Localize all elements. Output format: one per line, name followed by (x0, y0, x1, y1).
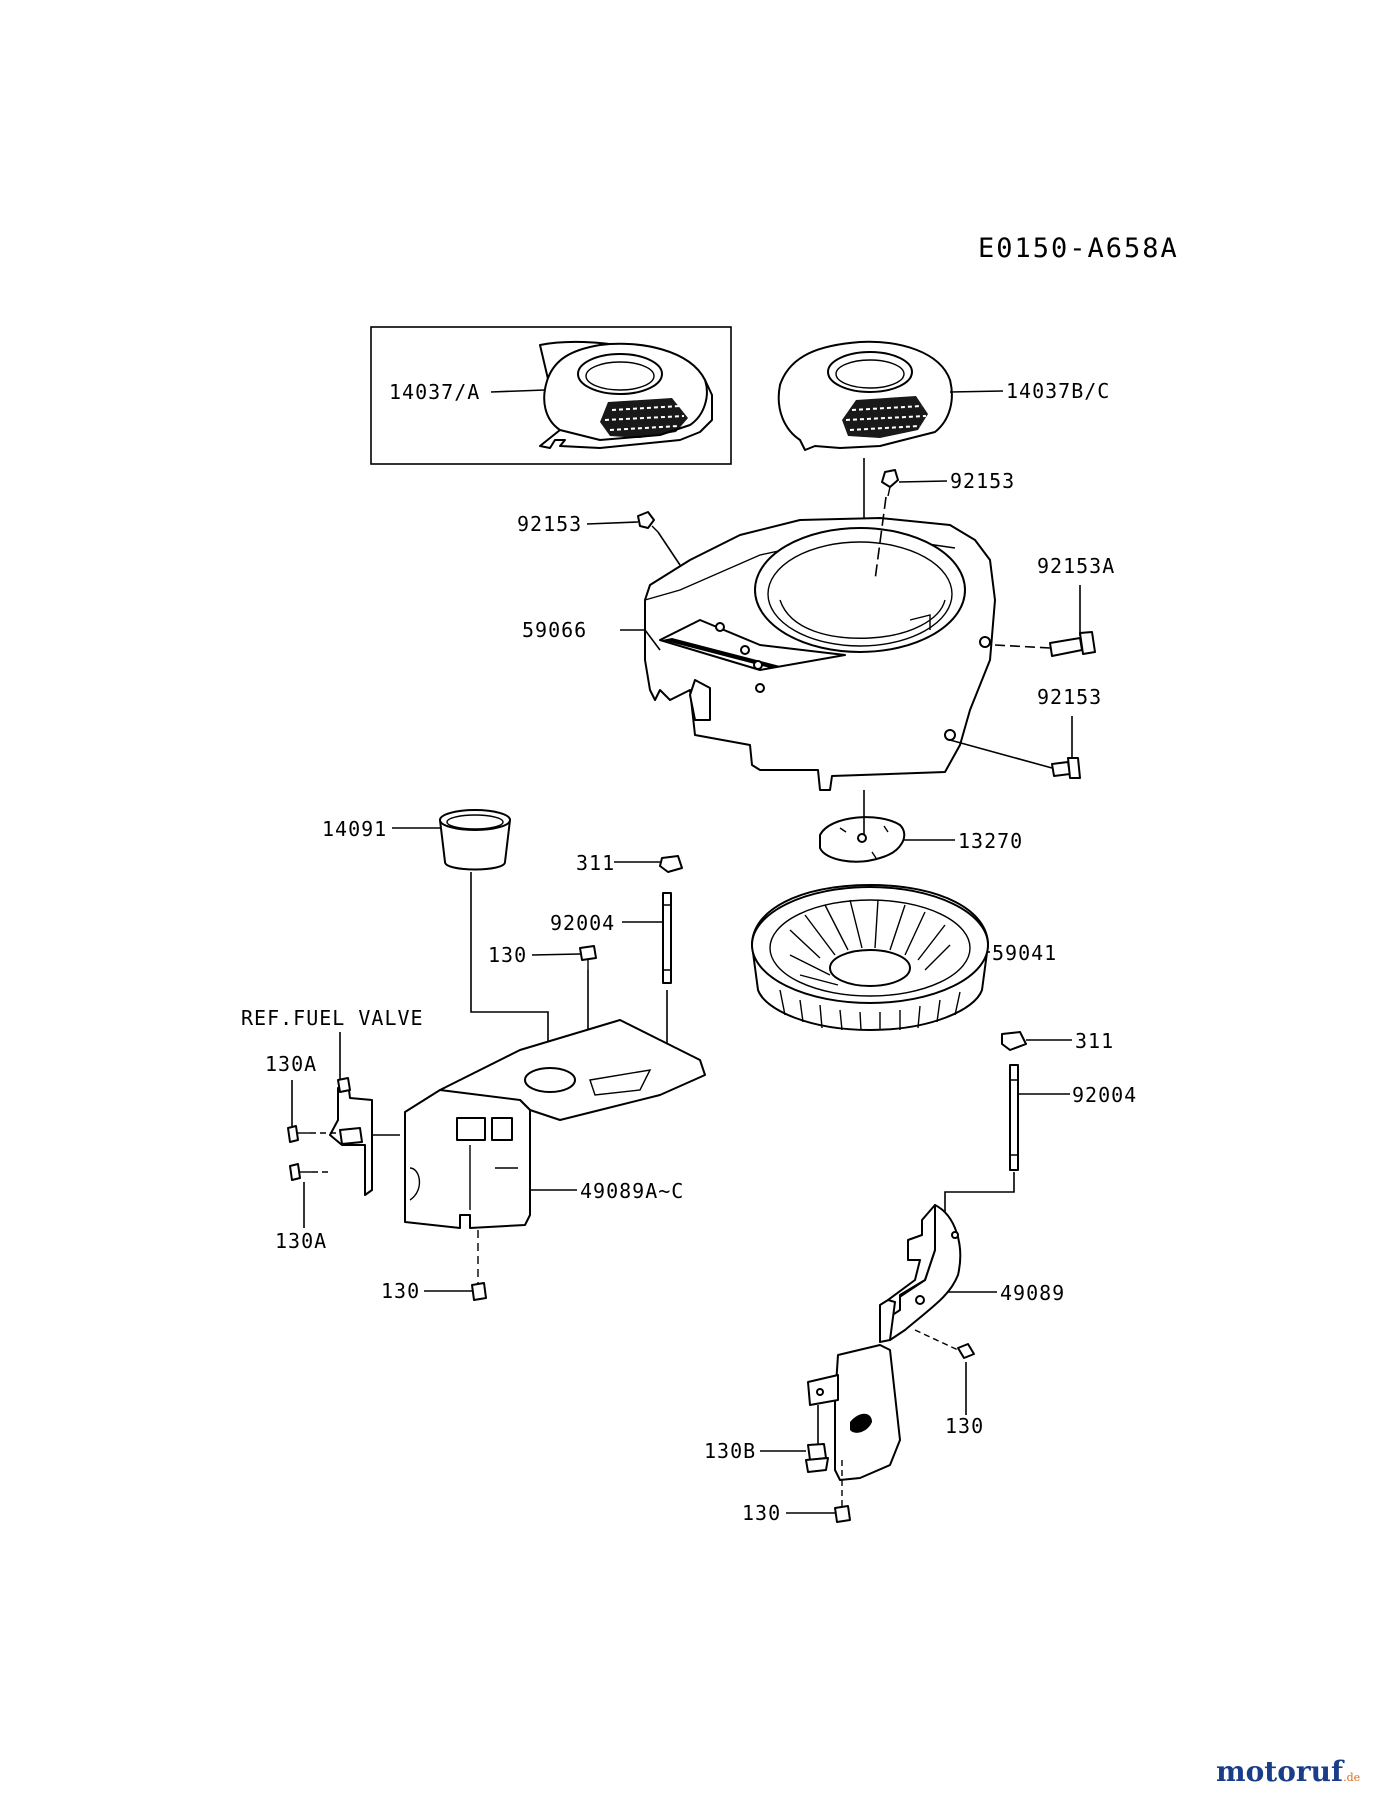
bolt-92153-right (1051, 757, 1081, 779)
screen-14037bc (777, 340, 953, 451)
watermark-suffix: .de (1343, 1771, 1361, 1784)
bolt-130-a (579, 945, 597, 970)
label-92004-a: 92004 (550, 911, 615, 935)
bolt-130-d (834, 1460, 851, 1523)
label-130a-bottom: 130A (275, 1229, 327, 1253)
label-92004-b: 92004 (1072, 1083, 1137, 1107)
fan-59041 (751, 884, 989, 1031)
label-92153-left: 92153 (517, 512, 582, 536)
label-130b: 130B (704, 1439, 756, 1463)
leader-14037bc (949, 390, 1004, 393)
label-130-b: 130 (381, 1279, 420, 1303)
leader-14037a (490, 389, 546, 393)
blower-housing-59066 (644, 517, 996, 791)
bolt-130-c (914, 1329, 975, 1359)
screen-14037a (539, 340, 713, 449)
alternate-screen-box (370, 326, 732, 465)
label-311-b: 311 (1075, 1029, 1114, 1053)
fuel-valve-bracket (329, 1077, 373, 1196)
label-ref-fuel-valve: REF.FUEL VALVE (241, 1006, 424, 1030)
baffle-49089 (879, 1204, 962, 1343)
plate-13270 (819, 816, 906, 863)
leader-92153-left-b (657, 531, 681, 566)
label-311-a: 311 (576, 851, 615, 875)
label-92153-right: 92153 (1037, 685, 1102, 709)
label-59066: 59066 (522, 618, 587, 642)
stud-92004-b (1009, 1064, 1019, 1171)
nut-311-a (659, 855, 683, 873)
label-130-c: 130 (945, 1414, 984, 1438)
leader-59066-b (644, 629, 661, 651)
nut-311-b (1001, 1031, 1027, 1051)
leader-92153-top-dash (874, 496, 887, 581)
label-92153-top: 92153 (950, 469, 1015, 493)
label-13270: 13270 (958, 829, 1023, 853)
leader-92153a-dash (994, 644, 1051, 649)
bolt-130a-top (287, 1125, 310, 1143)
label-92153a: 92153A (1037, 554, 1115, 578)
leader-92153-left (586, 521, 639, 525)
label-49089: 49089 (1000, 1281, 1065, 1305)
label-14037a: 14037/A (389, 380, 480, 404)
watermark-main: motoruf (1216, 1755, 1344, 1788)
leader-92153-right-b (949, 739, 1053, 769)
leader-14091-path (470, 872, 549, 1050)
label-130a-top: 130A (265, 1052, 317, 1076)
label-49089ac: 49089A~C (580, 1179, 684, 1203)
cup-14091 (439, 809, 511, 871)
leader-130-a (531, 953, 581, 956)
bolt-92153-top (881, 469, 899, 497)
leader-92004-b-path (944, 1172, 1015, 1225)
baffle-49089ac (404, 1019, 706, 1229)
label-130-a: 130 (488, 943, 527, 967)
bolt-92153-left (637, 511, 659, 533)
bolt-130a-bottom (289, 1163, 312, 1181)
lower-cover (807, 1344, 901, 1481)
label-59041: 59041 (992, 941, 1057, 965)
leader-92153-top (898, 480, 948, 483)
watermark-logo: motoruf.de (1216, 1755, 1360, 1788)
label-14037bc: 14037B/C (1006, 379, 1110, 403)
bolt-130-b (471, 1230, 487, 1301)
diagram-code: E0150-A658A (978, 233, 1179, 264)
label-14091: 14091 (322, 817, 387, 841)
bolt-130b (805, 1443, 829, 1473)
bolt-92153a (1049, 631, 1096, 657)
label-130-d: 130 (742, 1501, 781, 1525)
stud-92004-a (662, 892, 672, 984)
